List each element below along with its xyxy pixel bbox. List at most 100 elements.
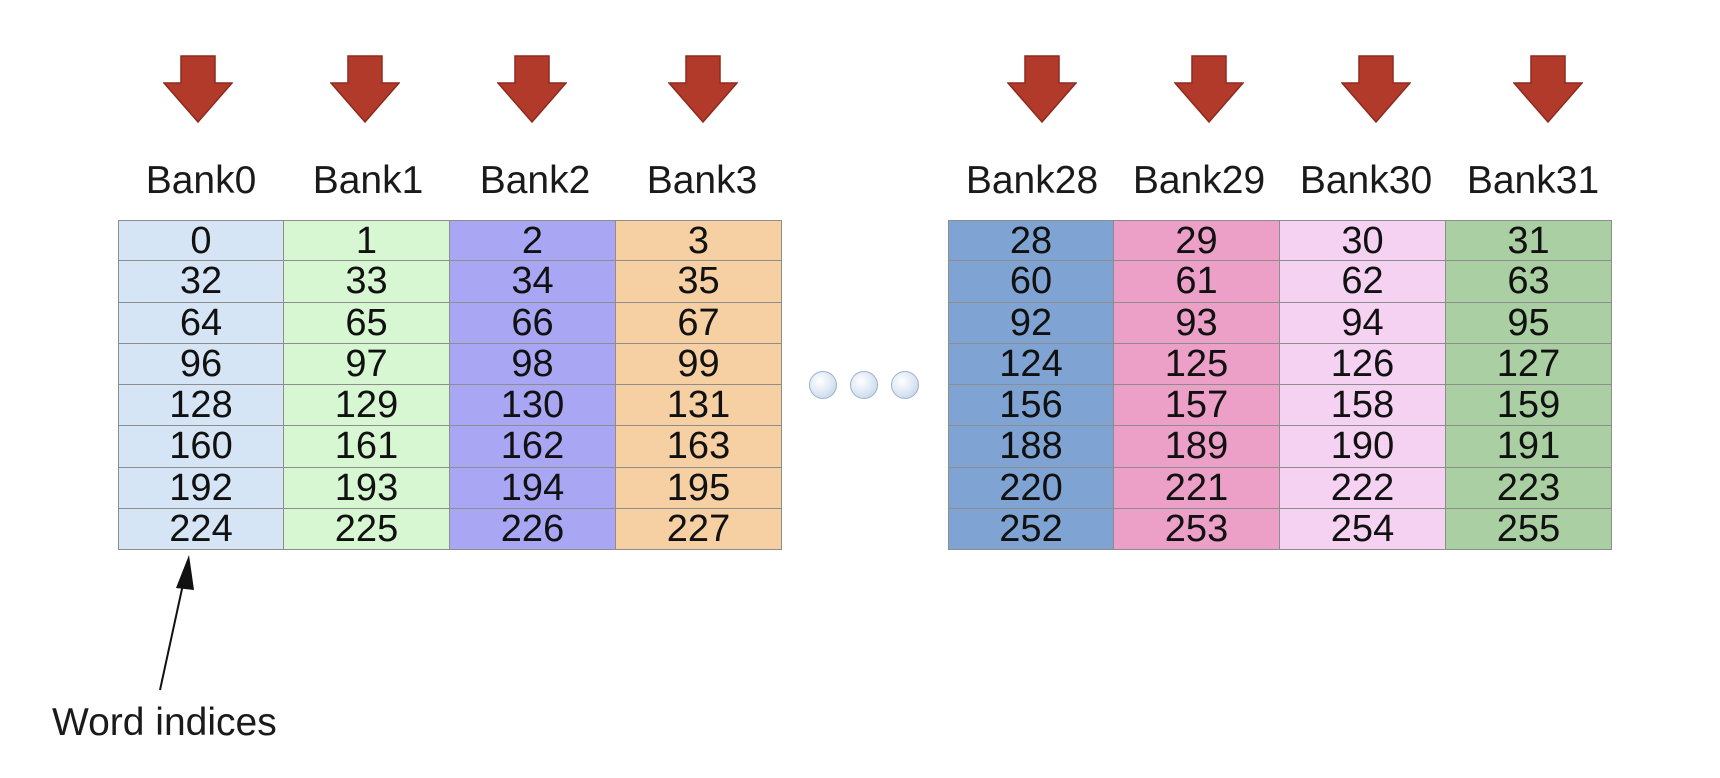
word-cell: 225 — [284, 509, 450, 550]
word-cell: 125 — [1114, 344, 1280, 385]
word-cell: 224 — [118, 509, 284, 550]
word-cell: 163 — [616, 426, 782, 468]
word-cell: 97 — [284, 344, 450, 385]
word-cell: 160 — [118, 426, 284, 468]
word-cell: 61 — [1114, 261, 1280, 303]
word-cell: 194 — [450, 467, 616, 509]
word-cell: 156 — [948, 385, 1114, 427]
word-cell: 188 — [948, 426, 1114, 468]
arrow-shape — [497, 55, 567, 123]
word-cell: 158 — [1280, 385, 1446, 427]
word-cell: 92 — [948, 302, 1114, 344]
word-cell: 191 — [1446, 426, 1612, 468]
word-cell: 1 — [284, 220, 450, 262]
bank-header: Bank3 — [646, 159, 758, 202]
word-cell: 94 — [1280, 302, 1446, 344]
word-cell: 189 — [1114, 426, 1280, 468]
bank-column: 1 33 65 97 129 161 193 225 — [284, 220, 450, 550]
arrow-shape — [668, 55, 738, 123]
down-arrow-icon — [1341, 55, 1411, 123]
word-cell: 253 — [1114, 509, 1280, 550]
bank-column: 31 63 95 127 159 191 223 255 — [1446, 220, 1612, 550]
bank-header: Bank28 — [965, 159, 1099, 202]
word-cell: 220 — [948, 467, 1114, 509]
arrow-shape — [1007, 55, 1077, 123]
word-cell: 192 — [118, 467, 284, 509]
down-arrow-icon — [497, 55, 567, 123]
word-cell: 63 — [1446, 261, 1612, 303]
word-cell: 161 — [284, 426, 450, 468]
word-cell: 3 — [616, 220, 782, 262]
bank-header: Bank30 — [1299, 159, 1433, 202]
down-arrow-icon — [668, 55, 738, 123]
word-cell: 159 — [1446, 385, 1612, 427]
word-cell: 223 — [1446, 467, 1612, 509]
bank-column: 0 32 64 96 128 160 192 224 — [118, 220, 284, 550]
bank-column: 28 60 92 124 156 188 220 252 — [948, 220, 1114, 550]
down-arrow-icon — [1007, 55, 1077, 123]
arrow-shape — [1341, 55, 1411, 123]
word-cell: 126 — [1280, 344, 1446, 385]
word-cell: 93 — [1114, 302, 1280, 344]
word-cell: 65 — [284, 302, 450, 344]
down-arrow-icon — [163, 55, 233, 123]
bank-header: Bank29 — [1132, 159, 1266, 202]
word-cell: 124 — [948, 344, 1114, 385]
bank-header: Bank2 — [479, 159, 591, 202]
word-cell: 33 — [284, 261, 450, 303]
down-arrow-icon — [1513, 55, 1583, 123]
word-indices-label: Word indices — [52, 701, 277, 744]
arrow-shape — [330, 55, 400, 123]
word-cell: 34 — [450, 261, 616, 303]
word-cell: 130 — [450, 385, 616, 427]
word-cell: 2 — [450, 220, 616, 262]
word-cell: 222 — [1280, 467, 1446, 509]
bank-column: 29 61 93 125 157 189 221 253 — [1114, 220, 1280, 550]
word-cell: 96 — [118, 344, 284, 385]
word-cell: 0 — [118, 220, 284, 262]
word-cell: 60 — [948, 261, 1114, 303]
word-cell: 162 — [450, 426, 616, 468]
word-cell: 31 — [1446, 220, 1612, 262]
word-cell: 29 — [1114, 220, 1280, 262]
word-cell: 64 — [118, 302, 284, 344]
arrow-shape — [1513, 55, 1583, 123]
bank-header: Bank31 — [1466, 159, 1600, 202]
down-arrow-icon — [330, 55, 400, 123]
word-cell: 255 — [1446, 509, 1612, 550]
word-cell: 62 — [1280, 261, 1446, 303]
word-cell: 193 — [284, 467, 450, 509]
word-cell: 128 — [118, 385, 284, 427]
arrow-shape — [163, 55, 233, 123]
pointer-head — [176, 555, 194, 590]
pointer-line — [159, 574, 186, 691]
bank-header: Bank1 — [312, 159, 424, 202]
word-cell: 67 — [616, 302, 782, 344]
ellipsis-dot — [809, 371, 837, 399]
word-cell: 221 — [1114, 467, 1280, 509]
word-cell: 252 — [948, 509, 1114, 550]
down-arrow-icon — [1174, 55, 1244, 123]
word-cell: 95 — [1446, 302, 1612, 344]
bank-column: 30 62 94 126 158 190 222 254 — [1280, 220, 1446, 550]
word-cell: 226 — [450, 509, 616, 550]
word-cell: 28 — [948, 220, 1114, 262]
word-cell: 254 — [1280, 509, 1446, 550]
word-cell: 157 — [1114, 385, 1280, 427]
word-cell: 190 — [1280, 426, 1446, 468]
word-cell: 195 — [616, 467, 782, 509]
ellipsis-dot — [850, 371, 878, 399]
word-cell: 35 — [616, 261, 782, 303]
bank-column: 3 35 67 99 131 163 195 227 — [616, 220, 782, 550]
word-cell: 129 — [284, 385, 450, 427]
word-cell: 66 — [450, 302, 616, 344]
bank-column: 2 34 66 98 130 162 194 226 — [450, 220, 616, 550]
word-cell: 98 — [450, 344, 616, 385]
word-cell: 32 — [118, 261, 284, 303]
word-cell: 30 — [1280, 220, 1446, 262]
bank-header: Bank0 — [145, 159, 257, 202]
word-cell: 227 — [616, 509, 782, 550]
word-cell: 99 — [616, 344, 782, 385]
arrow-shape — [1174, 55, 1244, 123]
